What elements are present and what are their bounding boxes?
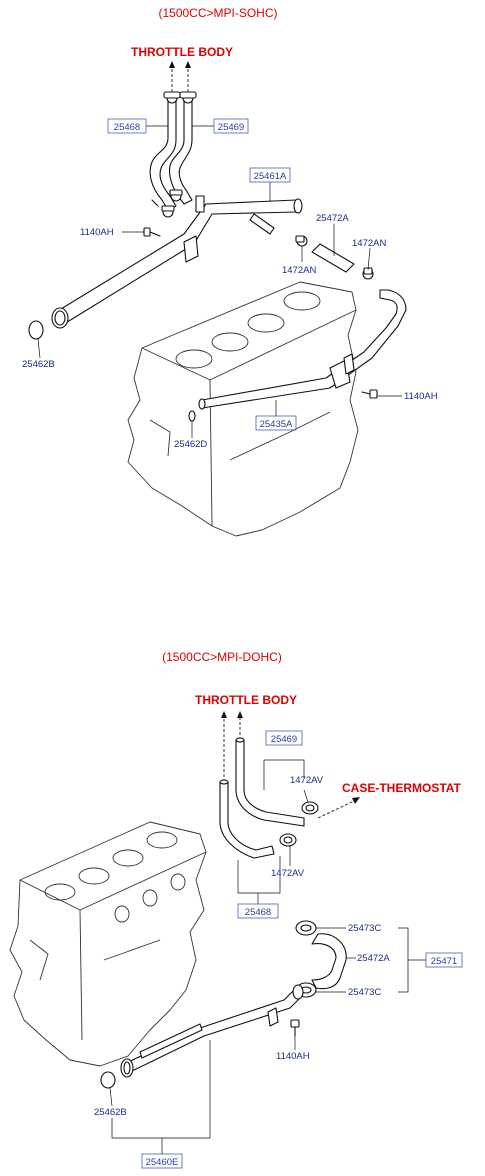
dohc-label-25473C-bottom: 25473C bbox=[348, 987, 381, 998]
dohc-label-1472AV-bottom: 1472AV bbox=[271, 868, 305, 879]
dohc-label-1140AH: 1140AH bbox=[276, 1051, 310, 1062]
sohc-bolt-1140AH-right bbox=[361, 389, 378, 399]
dohc-hose-25468 bbox=[219, 779, 275, 859]
dohc-engine-block bbox=[9, 821, 207, 1067]
dohc-o-ring-25462B bbox=[100, 1071, 116, 1089]
sohc-hose-clamps bbox=[151, 189, 183, 218]
dohc-title: (1500CC>MPI-DOHC) bbox=[162, 650, 282, 664]
sohc-bolt-1140AH-left bbox=[143, 227, 161, 237]
sohc-label-25435A: 25435A bbox=[260, 419, 293, 430]
dohc-case-thermostat-label: CASE-THERMOSTAT bbox=[342, 781, 462, 795]
dohc-section: (1500CC>MPI-DOHC) THROTTLE BODY CASE-THE… bbox=[9, 650, 463, 1169]
dohc-hose-25469 bbox=[235, 737, 305, 827]
sohc-throttle-hoses bbox=[149, 91, 197, 211]
sohc-section: (1500CC>MPI-SOHC) THROTTLE BODY bbox=[22, 6, 438, 537]
dohc-label-25462B: 25462B bbox=[94, 1107, 127, 1118]
sohc-throttle-body-label: THROTTLE BODY bbox=[131, 45, 233, 59]
dohc-label-25469: 25469 bbox=[271, 734, 297, 745]
dohc-label-25471: 25471 bbox=[431, 956, 457, 967]
dohc-thermostat-arrow bbox=[317, 797, 360, 819]
sohc-label-25462B: 25462B bbox=[22, 359, 55, 370]
sohc-label-1140AH-right: 1140AH bbox=[404, 391, 438, 402]
dohc-clamps-1472AV bbox=[279, 801, 319, 847]
sohc-throttle-arrows bbox=[169, 61, 191, 92]
sohc-label-25462D: 25462D bbox=[174, 439, 207, 450]
dohc-label-1472AV-top: 1472AV bbox=[290, 775, 324, 786]
sohc-leader-lines bbox=[37, 125, 402, 438]
sohc-o-ring-25462B bbox=[28, 320, 44, 340]
dohc-label-25468: 25468 bbox=[245, 907, 271, 918]
dohc-hose-25472A bbox=[295, 920, 347, 998]
dohc-bolt-1140AH bbox=[290, 1019, 300, 1037]
sohc-water-pipe-25461A bbox=[51, 195, 303, 329]
dohc-throttle-body-label: THROTTLE BODY bbox=[195, 693, 297, 707]
dohc-label-25460E: 25460E bbox=[146, 1157, 179, 1168]
sohc-label-25469: 25469 bbox=[218, 122, 244, 133]
dohc-leader-lines bbox=[109, 759, 426, 1154]
dohc-throttle-arrows bbox=[221, 711, 243, 782]
sohc-label-1140AH-left: 1140AH bbox=[80, 227, 114, 238]
sohc-engine-block bbox=[127, 281, 359, 537]
dohc-label-25473C-top: 25473C bbox=[348, 923, 381, 934]
sohc-label-25468: 25468 bbox=[114, 122, 140, 133]
sohc-label-25461A: 25461A bbox=[254, 171, 287, 182]
sohc-label-1472AN-left: 1472AN bbox=[282, 265, 316, 276]
sohc-label-25472A: 25472A bbox=[316, 213, 349, 224]
dohc-pipe-25460E bbox=[120, 984, 304, 1078]
sohc-label-1472AN-right: 1472AN bbox=[352, 238, 386, 249]
dohc-label-25472A: 25472A bbox=[357, 953, 390, 964]
sohc-title: (1500CC>MPI-SOHC) bbox=[158, 6, 277, 20]
sohc-o-ring-25462D bbox=[188, 410, 196, 422]
sohc-pipe-25435A bbox=[198, 289, 407, 410]
